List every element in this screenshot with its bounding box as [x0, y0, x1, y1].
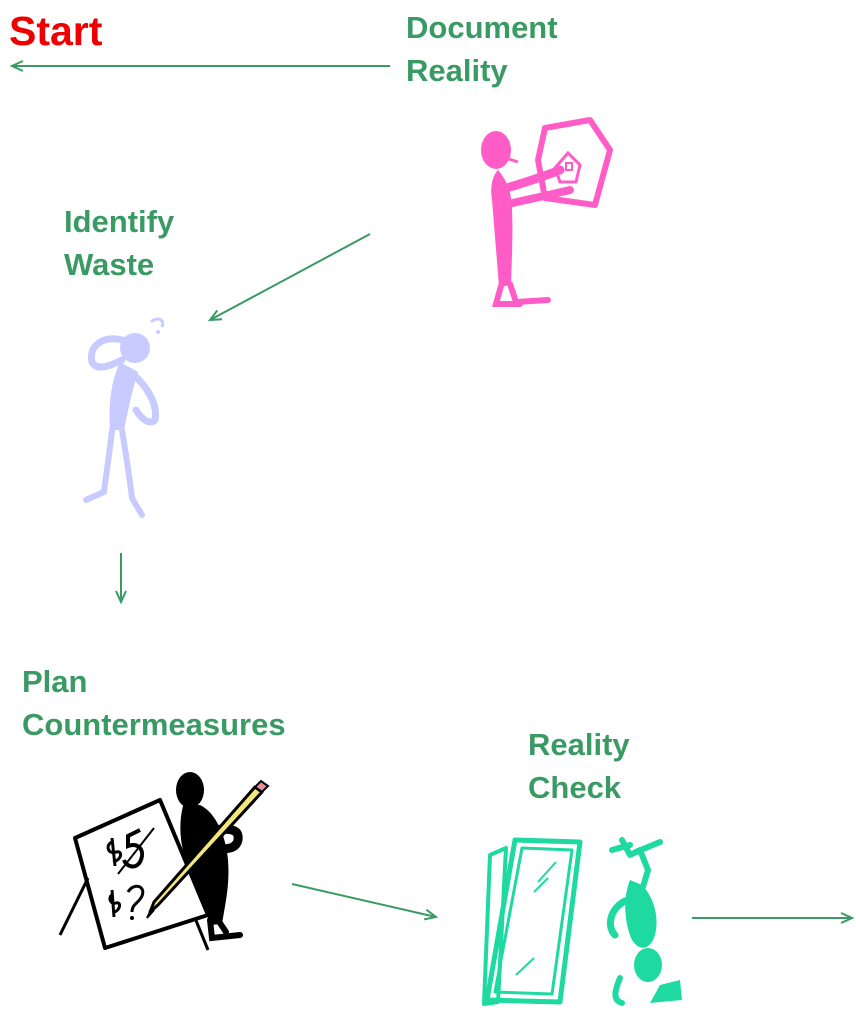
step-label-line2: Check	[528, 770, 622, 805]
step-label-line1: Document	[406, 10, 558, 45]
person-with-mirror-icon	[482, 837, 682, 1006]
start-label: Start	[9, 8, 103, 54]
person-holding-drawing-icon	[481, 117, 613, 307]
person-writing-on-easel-icon	[58, 772, 270, 951]
arrow-plan-to-check	[291, 883, 436, 917]
step-label-line1: Reality	[528, 727, 630, 762]
step-identify-waste-label: Identify Waste	[64, 200, 174, 286]
step-label-line1: Identify	[64, 204, 175, 239]
step-label-line2: Waste	[64, 247, 155, 282]
arrow-document-to-identify	[210, 233, 371, 320]
step-reality-check-label: Reality Check	[528, 723, 630, 809]
step-label-line2: Countermeasures	[22, 707, 286, 742]
step-label-line1: Plan	[22, 664, 88, 699]
step-label-line2: Reality	[406, 53, 508, 88]
step-document-reality-label: Document Reality	[406, 6, 558, 92]
step-plan-countermeasures-label: Plan Countermeasures	[22, 660, 286, 746]
thinking-person-icon	[83, 317, 165, 518]
